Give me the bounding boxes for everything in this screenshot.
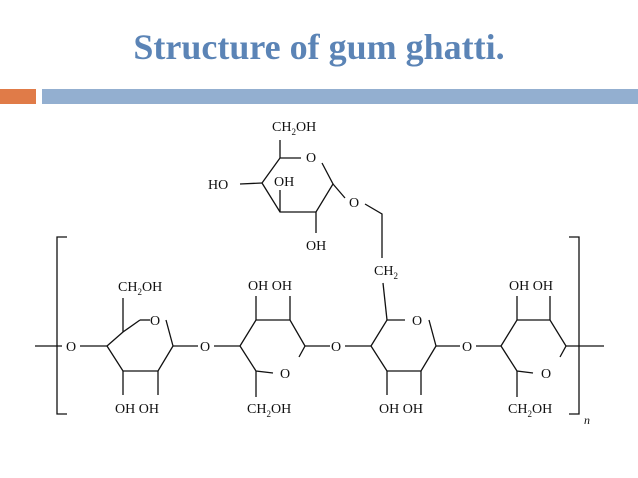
ring4-ch2oh-label: CH2OH <box>508 402 552 419</box>
right-bracket <box>569 236 580 415</box>
accent-bar-blue <box>42 89 638 104</box>
linker-ch2-label: CH2 <box>374 264 398 281</box>
ring2-bonds <box>239 319 306 374</box>
left-bracket <box>56 236 67 415</box>
side-ring-oxygen: O <box>306 151 316 166</box>
chain-oxygen-1: O <box>66 340 76 355</box>
ring4-bonds <box>500 319 567 374</box>
ring4-oxygen: O <box>541 367 551 382</box>
linker-bond <box>364 203 383 258</box>
accent-bar-orange <box>0 89 36 104</box>
chain-oxygen-3: O <box>331 340 341 355</box>
slide-title: Structure of gum ghatti. <box>133 27 505 67</box>
side-oh-bottom-label: OH <box>306 239 326 254</box>
ring2-top-oh-label: OH OH <box>248 279 292 294</box>
ring3-bottom-oh-label: OH OH <box>379 402 423 417</box>
chain-oxygen-4: O <box>462 340 472 355</box>
side-ring-bonds <box>261 157 334 213</box>
ring3-bonds <box>370 319 437 372</box>
side-ch2oh-label: CH2OH <box>272 120 316 137</box>
side-glycosidic-oxygen: O <box>349 196 359 211</box>
ring1-oxygen: O <box>150 314 160 329</box>
repeat-subscript-n: n <box>584 413 590 427</box>
ring2-oxygen: O <box>280 367 290 382</box>
side-ho-label: HO <box>208 178 228 193</box>
side-oh-inner-label: OH <box>274 175 294 190</box>
ring1-bottom-oh-label: OH OH <box>115 402 159 417</box>
ring2-ch2oh-label: CH2OH <box>247 402 291 419</box>
ring1-bonds <box>106 319 174 372</box>
ring1-ch2oh-label: CH2OH <box>118 280 162 297</box>
chain-oxygen-2: O <box>200 340 210 355</box>
ring3-oxygen: O <box>412 314 422 329</box>
ring4-top-oh-label: OH OH <box>509 279 553 294</box>
